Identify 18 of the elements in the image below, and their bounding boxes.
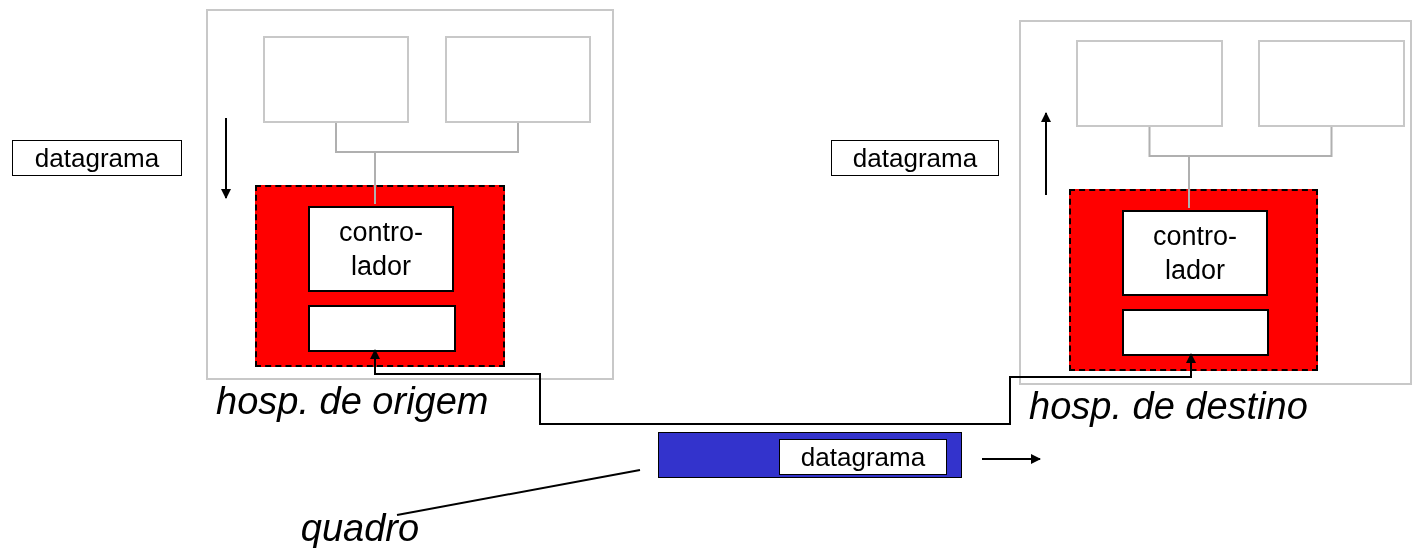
datagram-box: datagrama (779, 439, 947, 475)
host-label: hosp. de origem (216, 379, 489, 424)
controller-box: contro- lador (308, 206, 454, 292)
leader-line (396, 469, 641, 516)
adapter-card (1069, 189, 1318, 371)
buffer-box (308, 305, 456, 352)
controller-box: contro- lador (1122, 210, 1268, 296)
device-box (263, 36, 409, 123)
adapter-card (255, 185, 505, 367)
datagram-box: datagrama (12, 140, 182, 176)
device-box (1258, 40, 1405, 127)
host-label: hosp. de destino (1029, 384, 1308, 429)
device-box (445, 36, 591, 123)
buffer-box (1122, 309, 1269, 356)
frame-bar (658, 432, 962, 478)
double-arrow (370, 349, 1196, 425)
datagram-box: datagrama (831, 140, 999, 176)
device-box (1076, 40, 1223, 127)
